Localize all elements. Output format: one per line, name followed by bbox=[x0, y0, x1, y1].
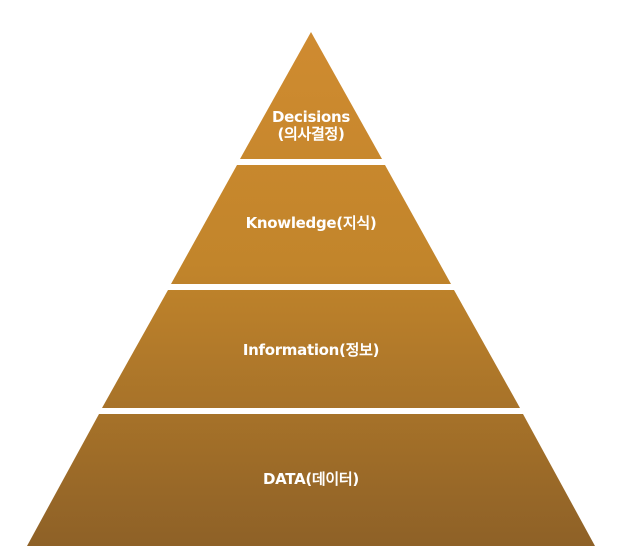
tier-label-decisions-line1: Decisions bbox=[272, 108, 350, 126]
pyramid-tier-knowledge bbox=[171, 165, 451, 284]
pyramid-tier-information bbox=[102, 290, 520, 408]
pyramid-tier-decisions bbox=[240, 32, 382, 159]
tier-label-knowledge: Knowledge(지식) bbox=[246, 214, 377, 232]
tier-label-decisions-line2: (의사결정) bbox=[277, 125, 344, 143]
pyramid-tier-data bbox=[27, 414, 595, 546]
tier-label-data: DATA(데이터) bbox=[263, 470, 359, 488]
tier-label-information: Information(정보) bbox=[243, 341, 379, 359]
